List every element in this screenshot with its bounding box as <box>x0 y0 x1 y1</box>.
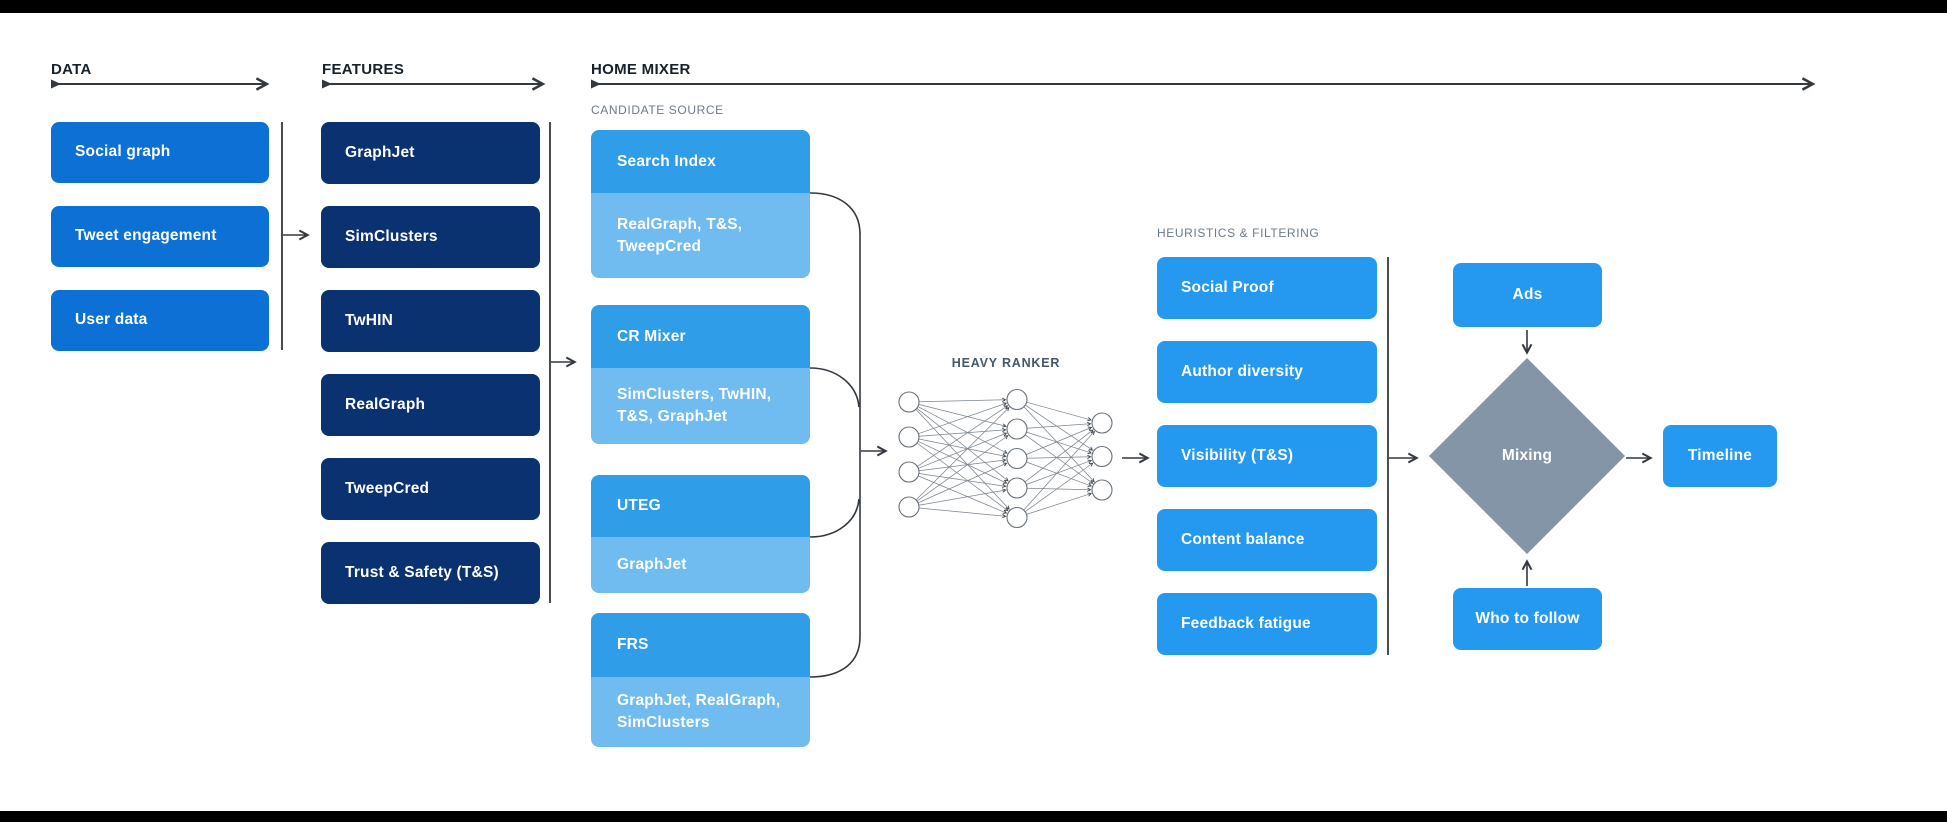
box-label: Tweet engagement <box>75 227 217 245</box>
feature-box-twhin: TwHIN <box>321 290 540 352</box>
neural-network-node <box>1006 418 1028 440</box>
candidate-sub-band: GraphJet <box>591 537 810 593</box>
box-label: Trust & Safety (T&S) <box>345 563 499 581</box>
box-sublabel: RealGraph, T&S, TweepCred <box>617 215 743 255</box>
neural-network-node <box>1091 479 1113 501</box>
box-label: Ads <box>1512 285 1543 303</box>
box-label: Social graph <box>75 143 171 161</box>
features-section-title: FEATURES <box>322 61 405 78</box>
neural-network-node <box>898 461 920 483</box>
heuristic-box-social-proof: Social Proof <box>1157 257 1377 319</box>
box-label: RealGraph <box>345 395 426 413</box>
heuristic-box-content-balance: Content balance <box>1157 509 1377 571</box>
candidate-box-frs: FRS GraphJet, RealGraph, SimClusters <box>591 613 810 747</box>
box-label: UTEG <box>617 497 661 515</box>
candidate-sub-band: SimClusters, TwHIN, T&S, GraphJet <box>591 368 810 444</box>
box-sublabel: SimClusters, TwHIN, T&S, GraphJet <box>617 386 772 425</box>
candidate-title-band: UTEG <box>591 475 810 537</box>
box-label: Visibility (T&S) <box>1181 446 1294 464</box>
candidate-source-title: CANDIDATE SOURCE <box>591 103 724 117</box>
box-sublabel: GraphJet, RealGraph, SimClusters <box>617 692 781 731</box>
data-box-tweet-engagement: Tweet engagement <box>51 206 269 267</box>
neural-network-node <box>1091 412 1113 434</box>
neural-network-node <box>898 426 920 448</box>
candidate-box-uteg: UTEG GraphJet <box>591 475 810 593</box>
neural-network-node <box>1006 506 1028 529</box>
timeline-box: Timeline <box>1663 425 1777 487</box>
data-section-title: DATA <box>51 61 92 78</box>
heuristic-box-visibility: Visibility (T&S) <box>1157 425 1377 487</box>
heuristic-box-author-diversity: Author diversity <box>1157 341 1377 403</box>
candidate-box-search-index: Search Index RealGraph, T&S, TweepCred <box>591 130 810 278</box>
neural-network-node <box>898 391 920 413</box>
box-label: Feedback fatigue <box>1181 614 1311 632</box>
who-to-follow-box: Who to follow <box>1453 588 1602 650</box>
neural-network-node <box>1091 445 1113 468</box>
candidate-sub-band: RealGraph, T&S, TweepCred <box>591 193 810 278</box>
candidate-box-cr-mixer: CR Mixer SimClusters, TwHIN, T&S, GraphJ… <box>591 305 810 444</box>
feature-box-trust-safety: Trust & Safety (T&S) <box>321 542 540 604</box>
neural-network <box>898 388 1113 529</box>
data-box-social-graph: Social graph <box>51 122 269 183</box>
features-section-arrow <box>322 77 546 91</box>
candidate-title-band: CR Mixer <box>591 305 810 368</box>
candidate-title-band: FRS <box>591 613 810 677</box>
box-label: SimClusters <box>345 227 438 245</box>
ads-box: Ads <box>1453 263 1602 327</box>
heuristic-box-feedback-fatigue: Feedback fatigue <box>1157 593 1377 655</box>
box-sublabel: GraphJet <box>617 556 687 574</box>
neural-network-node <box>1006 388 1028 411</box>
box-label: Timeline <box>1687 446 1753 464</box>
candidate-collector-curves <box>809 192 861 678</box>
home-mixer-section-arrow <box>591 77 1816 91</box>
candidate-sub-band: GraphJet, RealGraph, SimClusters <box>591 677 810 747</box>
candidate-title-band: Search Index <box>591 130 810 193</box>
neural-network-node <box>1006 447 1028 470</box>
box-label: TweepCred <box>345 479 430 497</box>
feature-box-realgraph: RealGraph <box>321 374 540 436</box>
data-box-user-data: User data <box>51 290 269 351</box>
box-label: FRS <box>617 636 649 654</box>
box-label: Mixing <box>1501 447 1553 464</box>
box-label: Who to follow <box>1475 609 1580 627</box>
box-label: Social Proof <box>1181 278 1274 296</box>
letterbox-top <box>0 0 1947 13</box>
neural-network-node <box>1006 477 1028 499</box>
data-section-arrow <box>51 77 270 91</box>
box-label: Author diversity <box>1181 362 1304 380</box>
feature-box-tweepcred: TweepCred <box>321 458 540 520</box>
heuristics-title: HEURISTICS & FILTERING <box>1157 226 1320 240</box>
box-label: TwHIN <box>345 311 394 329</box>
mixing-diamond-label: Mixing <box>1429 358 1625 554</box>
neural-network-node <box>898 496 920 518</box>
feature-box-graphjet: GraphJet <box>321 122 540 184</box>
box-label: User data <box>75 311 148 329</box>
letterbox-bottom <box>0 811 1947 822</box>
heavy-ranker-title: HEAVY RANKER <box>951 356 1061 370</box>
box-label: GraphJet <box>345 143 415 161</box>
home-mixer-section-title: HOME MIXER <box>591 61 691 78</box>
box-label: Content balance <box>1181 530 1305 548</box>
box-label: CR Mixer <box>617 327 686 345</box>
box-label: Search Index <box>617 152 716 170</box>
feature-box-simclusters: SimClusters <box>321 206 540 268</box>
